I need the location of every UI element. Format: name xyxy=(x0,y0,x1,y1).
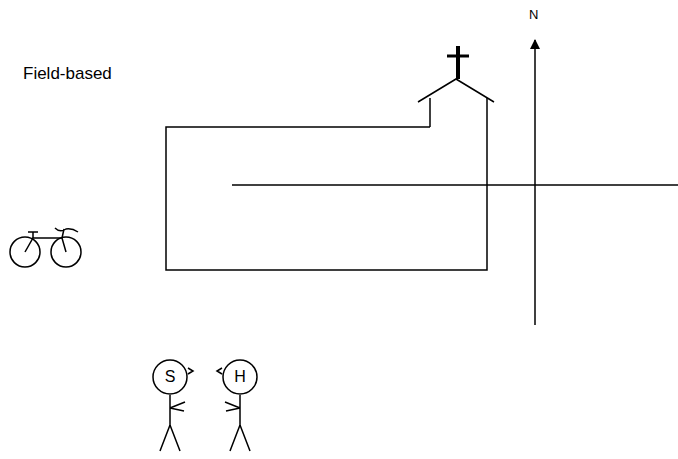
person-initial: H xyxy=(234,368,246,386)
head-circle: H xyxy=(222,359,258,395)
face-direction-mark xyxy=(217,368,222,374)
east-west-axis xyxy=(232,184,678,186)
bicycle-seat xyxy=(28,232,38,238)
church-outline xyxy=(166,98,487,270)
head-circle-shape xyxy=(153,360,187,394)
church-cross xyxy=(456,46,460,79)
compass-label: N xyxy=(529,8,538,21)
church-roof xyxy=(418,79,494,102)
stick-figure-body xyxy=(160,395,185,451)
bicycle-handlebar xyxy=(55,228,78,238)
church-cross-bar xyxy=(447,55,469,58)
face-direction-mark xyxy=(188,368,193,374)
stick-figure-body xyxy=(225,395,250,451)
person-initial: S xyxy=(165,368,176,386)
head-circle: S xyxy=(152,359,188,395)
north-arrow xyxy=(534,40,536,325)
head-circle-shape xyxy=(223,360,257,394)
church-tower-wall xyxy=(429,98,431,127)
diagram-heading: Field-based xyxy=(23,65,112,82)
bicycle-frame xyxy=(25,238,66,252)
